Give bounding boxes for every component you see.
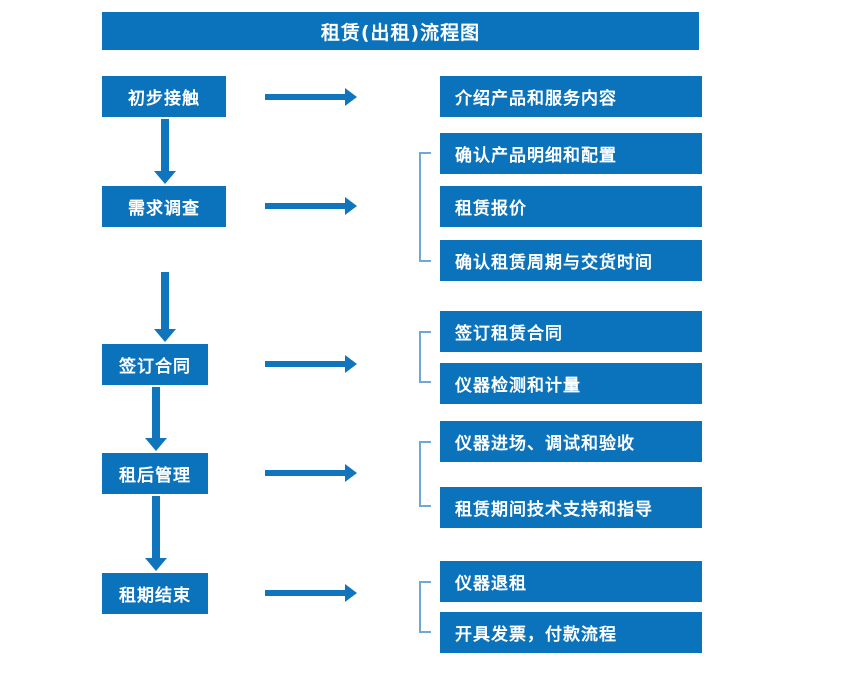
- detail-box-instrument-entry-commissioning[interactable]: 仪器进场、调试和验收: [440, 421, 702, 462]
- vertical-arrow-survey-to-contract: [154, 272, 176, 342]
- detail-box-invoice-payment[interactable]: 开具发票，付款流程: [440, 612, 702, 653]
- detail-box-confirm-rental-period[interactable]: 确认租赁周期与交货时间: [440, 240, 702, 281]
- detail-box-introduce-products[interactable]: 介绍产品和服务内容: [440, 76, 702, 117]
- detail-box-instrument-return[interactable]: 仪器退租: [440, 561, 702, 602]
- stage-box-demand-survey[interactable]: 需求调查: [102, 186, 226, 227]
- detail-box-technical-support[interactable]: 租赁期间技术支持和指导: [440, 487, 702, 528]
- stage-box-sign-contract[interactable]: 签订合同: [102, 344, 208, 385]
- group-bracket-demand-survey: [419, 152, 431, 262]
- horizontal-arrow-stage-4: [265, 464, 357, 482]
- group-bracket-post-rental: [419, 441, 431, 507]
- stage-box-rental-end[interactable]: 租期结束: [102, 573, 208, 614]
- horizontal-arrow-stage-3: [265, 355, 357, 373]
- vertical-arrow-contact-to-survey: [154, 119, 176, 184]
- group-bracket-sign-contract: [419, 331, 431, 383]
- detail-box-confirm-product-details[interactable]: 确认产品明细和配置: [440, 133, 702, 174]
- detail-box-sign-rental-contract[interactable]: 签订租赁合同: [440, 311, 702, 352]
- horizontal-arrow-stage-5: [265, 584, 357, 602]
- detail-box-rental-quotation[interactable]: 租赁报价: [440, 186, 702, 227]
- horizontal-arrow-stage-2: [265, 197, 357, 215]
- detail-box-instrument-inspection[interactable]: 仪器检测和计量: [440, 363, 702, 404]
- page-title: 租赁(出租)流程图: [102, 12, 699, 50]
- stage-box-initial-contact[interactable]: 初步接触: [102, 76, 226, 117]
- vertical-arrow-management-to-end: [145, 496, 167, 571]
- horizontal-arrow-stage-1: [265, 88, 357, 106]
- vertical-arrow-contract-to-management: [145, 387, 167, 451]
- group-bracket-rental-end: [419, 581, 431, 633]
- stage-box-post-rental-management[interactable]: 租后管理: [102, 453, 208, 494]
